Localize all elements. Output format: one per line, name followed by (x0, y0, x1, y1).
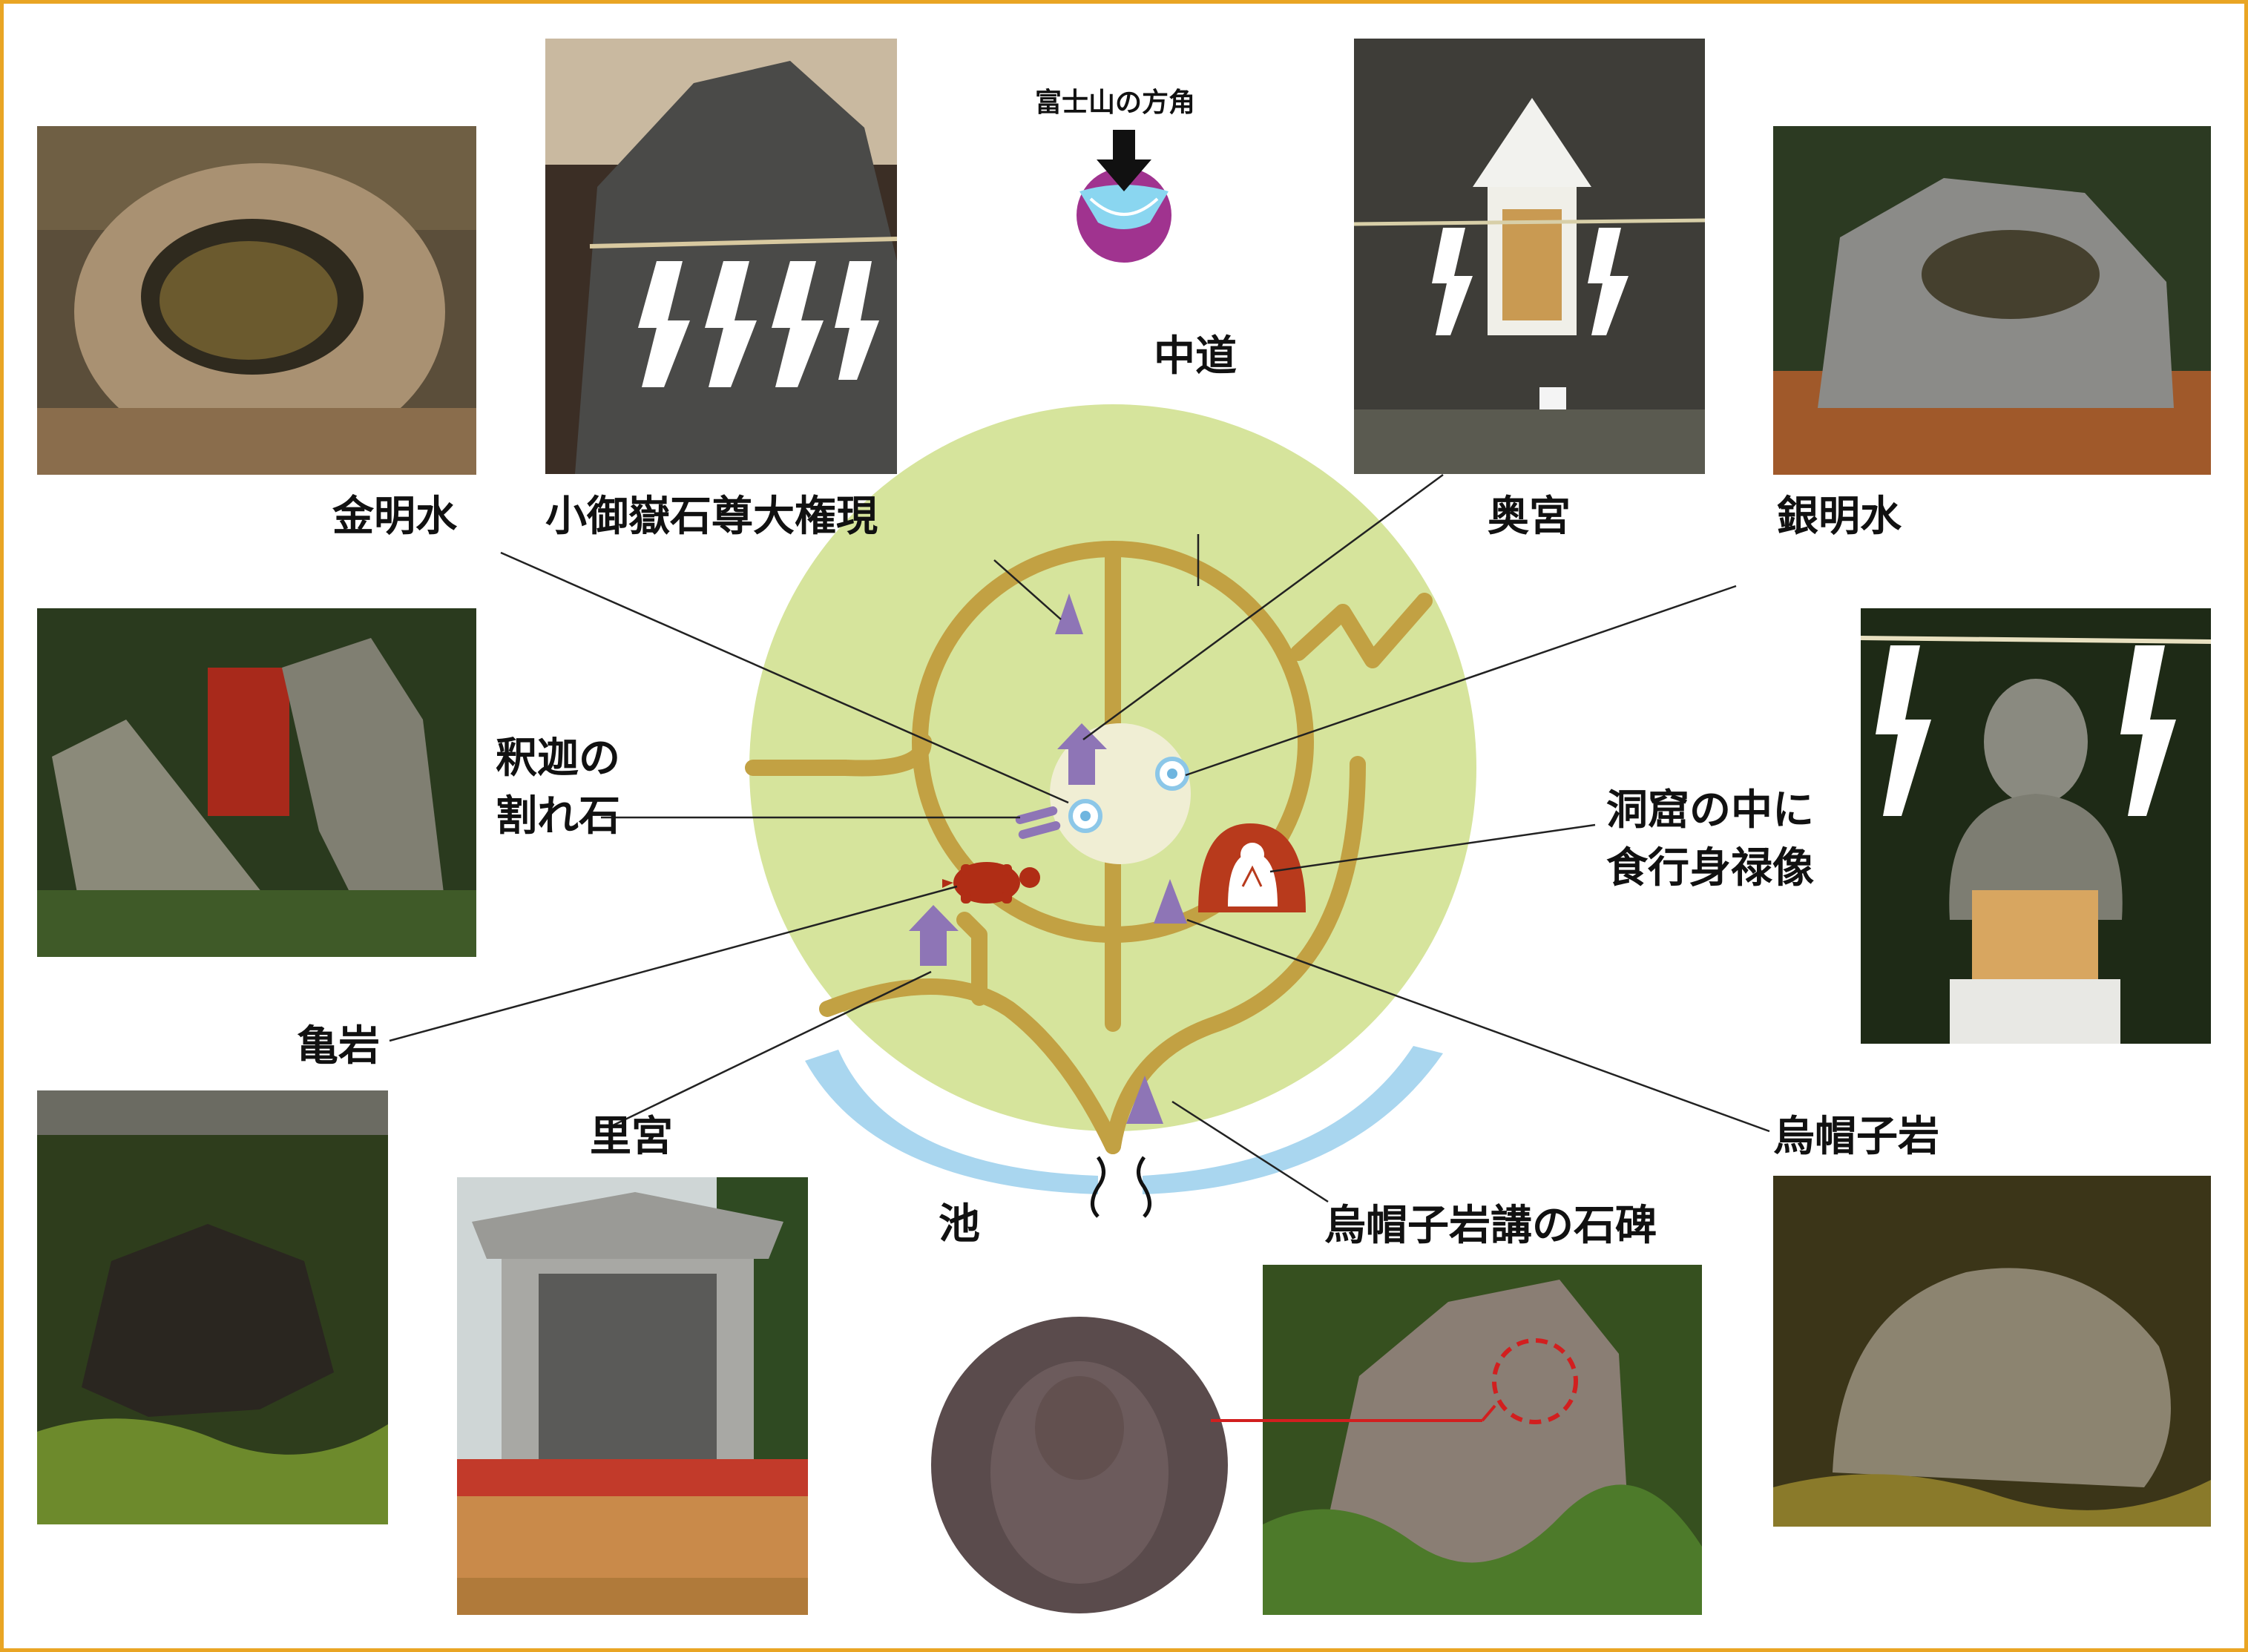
turtle-icon (942, 862, 1040, 904)
pond (805, 1050, 1098, 1194)
label-shaka-line2: 割れ石 (496, 792, 620, 840)
photo-ginmeisui (1773, 126, 2211, 475)
water-spring-icon (1155, 757, 1189, 791)
leader-lines (389, 473, 1770, 1203)
photo-monument-closeup (931, 1317, 1228, 1613)
photo-satomiya (457, 1177, 808, 1615)
label-cave-line2: 食行身禄像 (1606, 844, 1814, 892)
label-komitake: 小御嶽石尊大権現 (545, 493, 878, 541)
water-spring-icon (1068, 799, 1102, 833)
marker-okumiya (1057, 723, 1107, 785)
marker-komitake (1055, 593, 1083, 634)
pond-gate (1091, 1156, 1105, 1218)
cave-icon (1198, 823, 1306, 912)
photo-okumiya (1354, 39, 1705, 474)
photo-kameiwa (37, 1090, 388, 1524)
photo-shaka-split-stone (37, 608, 476, 957)
closeup-connector (1481, 1404, 1496, 1422)
photo-jikigyo-miroku-statue (1861, 608, 2211, 1044)
label-ginmeisui: 銀明水 (1777, 493, 1902, 541)
marker-satomiya (909, 905, 959, 966)
label-eboshi-monument: 烏帽子岩講の石碑 (1324, 1202, 1657, 1250)
mount-fuji-icon (1077, 130, 1171, 263)
label-shaka-line1: 釈迦の (496, 734, 620, 783)
photo-eboshi-iwa (1773, 1176, 2211, 1527)
label-cave-line1: 洞窟の中に (1606, 786, 1814, 835)
label-kinmeisui: 金明水 (332, 493, 457, 541)
photo-komitake (545, 39, 897, 474)
marker-eboshi-iwa (1154, 879, 1187, 924)
label-satomiya: 里宮 (590, 1113, 673, 1161)
photo-kinmeisui (37, 126, 476, 475)
photo-eboshi-monument (1263, 1265, 1702, 1615)
path-label: 中道 (1154, 332, 1237, 381)
label-okumiya: 奥宮 (1488, 493, 1571, 541)
pond (1143, 1046, 1443, 1194)
label-kameiwa: 亀岩 (297, 1022, 380, 1070)
marker-eboshi-monument (1126, 1076, 1163, 1124)
label-eboshi-iwa: 烏帽子岩 (1773, 1113, 1939, 1161)
fuji-direction-label: 富士山の方角 (1035, 88, 1196, 118)
pond-gate (1137, 1156, 1151, 1218)
split-stone-icon (1015, 806, 1061, 839)
label-pond: 池 (939, 1200, 980, 1248)
